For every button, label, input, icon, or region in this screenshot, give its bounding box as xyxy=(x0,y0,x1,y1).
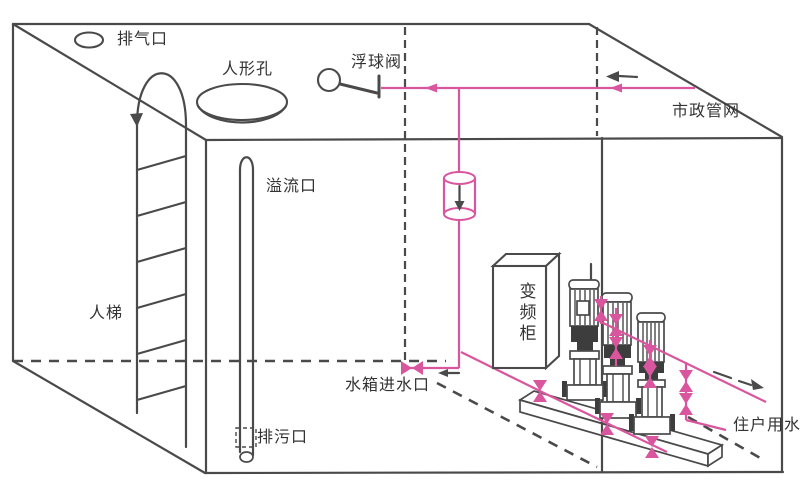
vent-hole xyxy=(73,31,105,49)
label-tank-inlet: 水箱进水口 xyxy=(345,375,431,394)
label-municipal: 市政管网 xyxy=(672,101,741,120)
label-ladder: 人梯 xyxy=(89,303,124,322)
inlet-piping xyxy=(381,86,695,395)
inline-check-device xyxy=(442,171,477,221)
label-vfd-cabinet: 变频柜 xyxy=(519,282,537,344)
pump-1 xyxy=(562,262,608,401)
tank-room-outline xyxy=(11,22,785,475)
ladder xyxy=(130,72,188,449)
vfd-cabinet xyxy=(490,251,562,371)
flow-arrows xyxy=(425,71,764,390)
inflow-arrow-icon xyxy=(610,83,622,93)
label-drain: 排污口 xyxy=(257,427,309,446)
label-vent: 排气口 xyxy=(117,29,169,48)
municipal-flow-arrow-icon xyxy=(606,71,619,82)
hidden-edges xyxy=(13,27,763,469)
float-valve xyxy=(316,67,381,99)
inflow-arrow-icon xyxy=(425,83,437,93)
tank-inlet-arrow-icon xyxy=(438,369,448,377)
label-manhole: 人形孔 xyxy=(222,59,274,78)
outflow-arrow-icon xyxy=(751,379,764,390)
label-household: 住户用水 xyxy=(733,415,800,434)
label-overflow: 溢流口 xyxy=(266,176,318,195)
label-float-valve: 浮球阀 xyxy=(351,52,403,71)
overflow-drain-pipe xyxy=(235,156,257,463)
manhole xyxy=(195,82,289,124)
